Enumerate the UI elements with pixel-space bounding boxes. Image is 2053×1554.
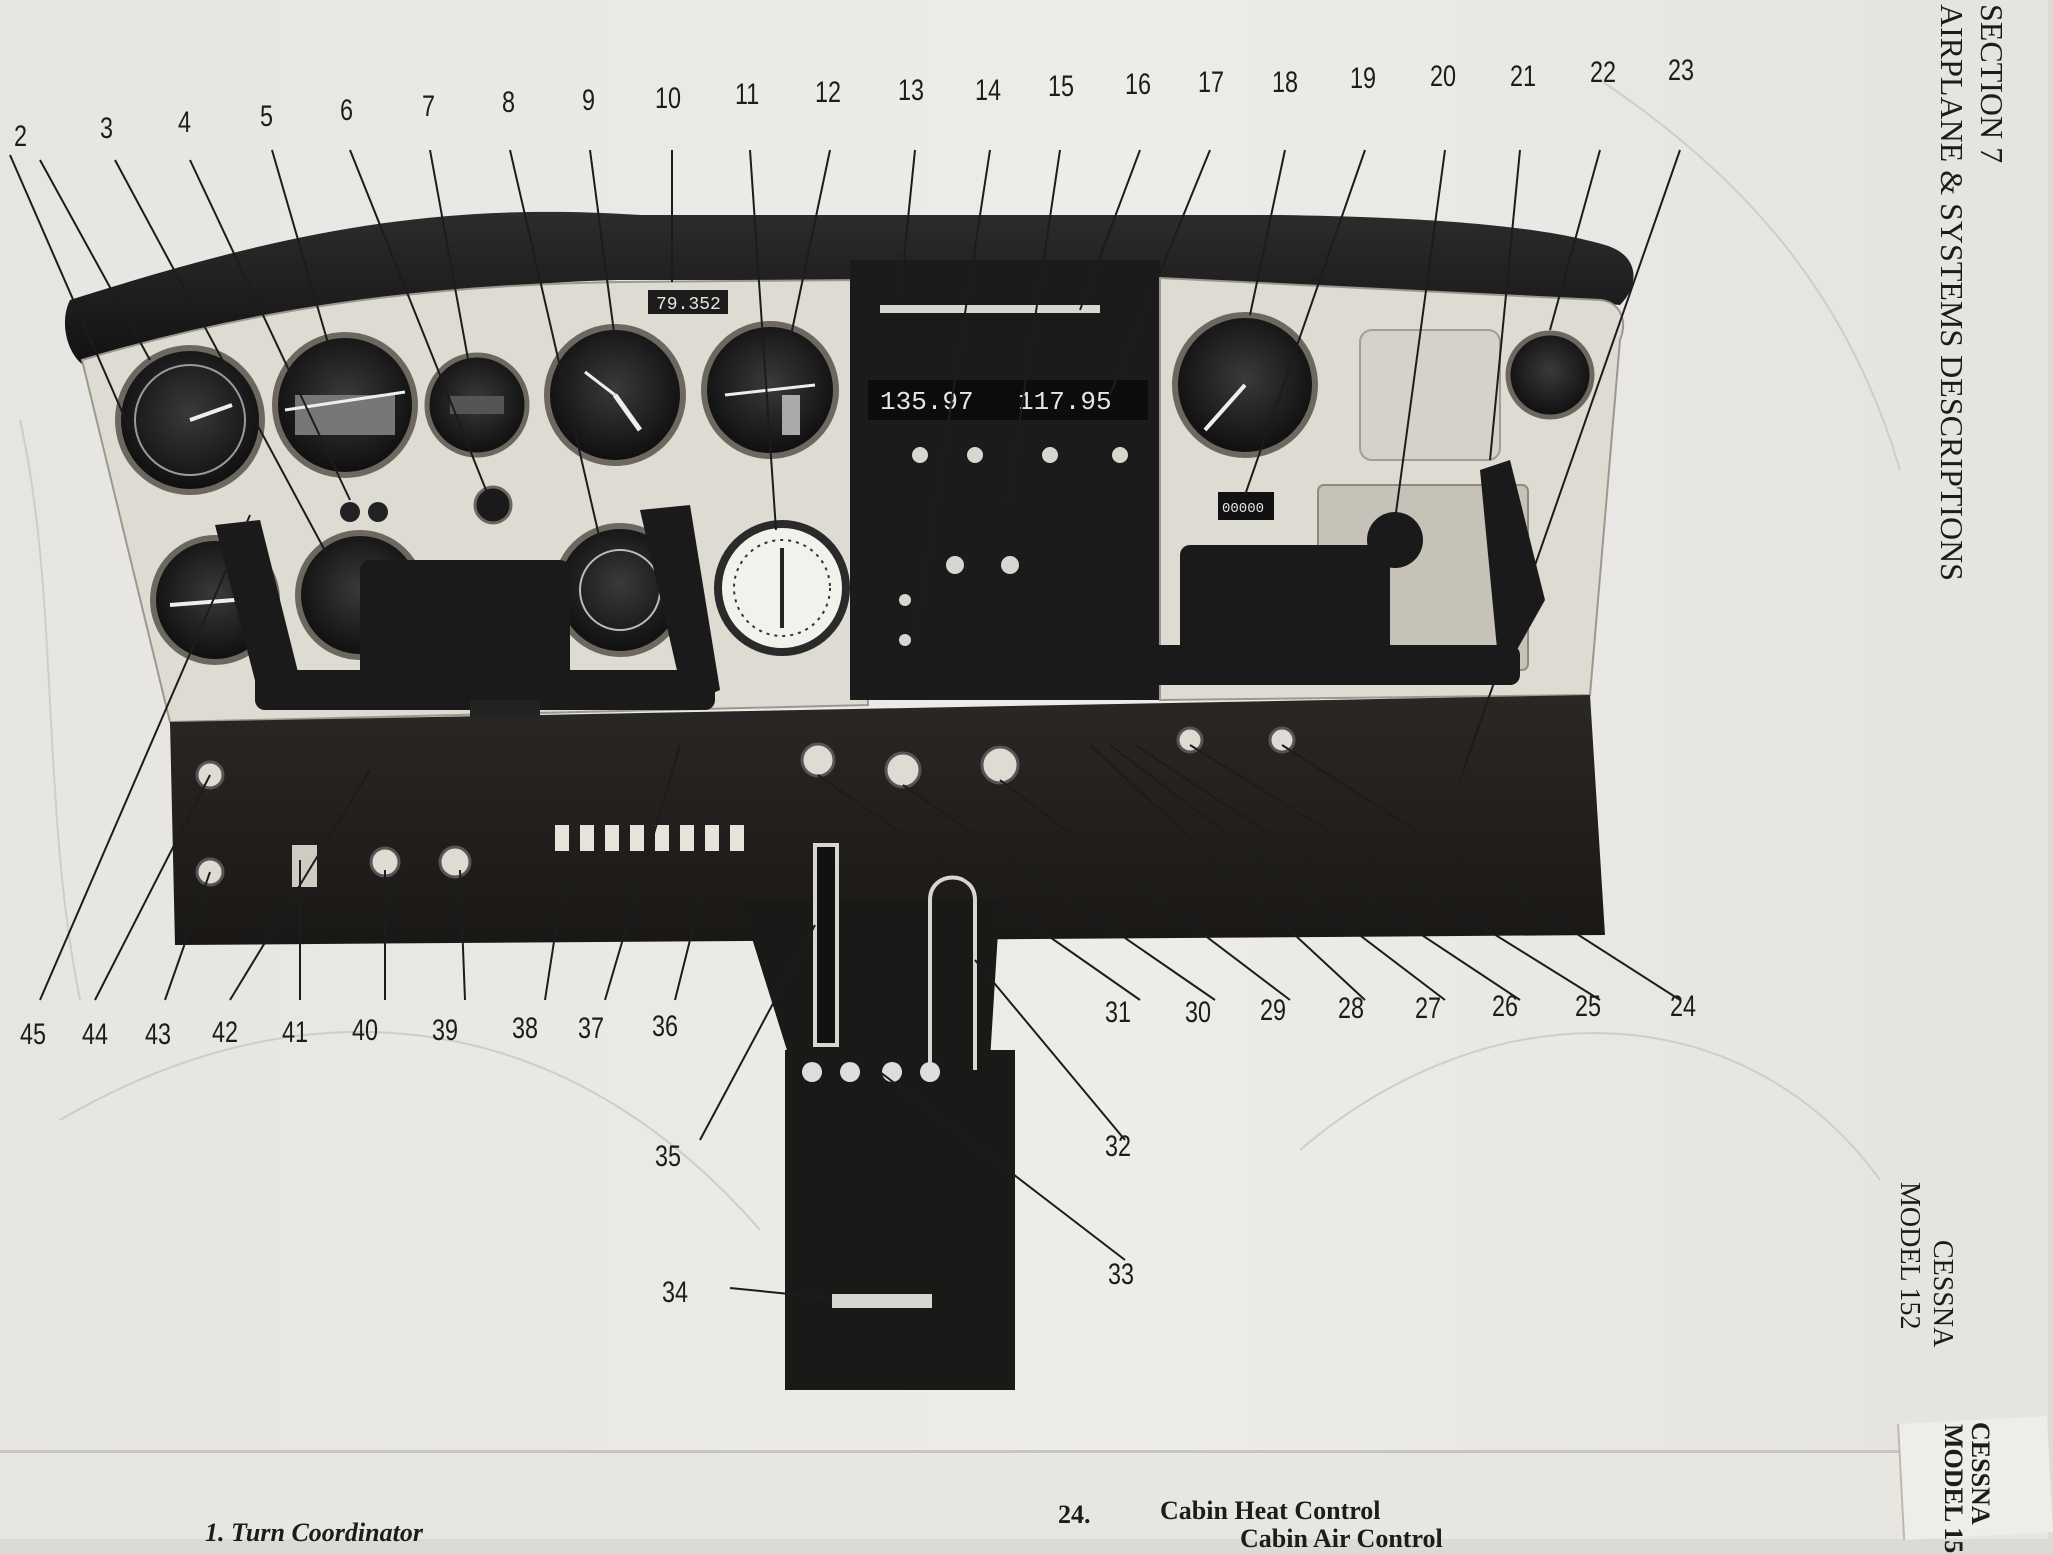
callout-44: 44 (82, 1018, 109, 1051)
digital-clock (424, 352, 530, 458)
master-switch (292, 845, 317, 887)
callout-45: 45 (20, 1018, 47, 1051)
callout-30: 30 (1185, 996, 1212, 1029)
comm-frequency-right: 117.95 (1018, 387, 1112, 417)
callout-20: 20 (1430, 60, 1457, 93)
callout-28: 28 (1338, 992, 1365, 1025)
suction-gauge (473, 485, 513, 525)
callout-6: 6 (340, 94, 354, 127)
tachometer (1172, 312, 1318, 458)
ammeter (1505, 330, 1595, 420)
callout-34: 34 (662, 1276, 689, 1309)
callout-7: 7 (422, 90, 436, 123)
callout-40: 40 (352, 1014, 379, 1047)
adf-indicator (714, 520, 850, 656)
callout-25: 25 (1575, 990, 1602, 1023)
attitude-indicator (272, 332, 418, 478)
callout-42: 42 (212, 1016, 239, 1049)
section-header-line2: AIRPLANE & SYSTEMS DESCRIPTIONS (1934, 4, 1970, 581)
fuel-shutoff-pedestal (740, 900, 1015, 1390)
callout-14: 14 (975, 74, 1002, 107)
callout-15: 15 (1048, 70, 1075, 103)
callout-21: 21 (1510, 60, 1537, 93)
callout-33: 33 (1108, 1258, 1135, 1291)
section-header-line1: SECTION 7 (1974, 4, 2010, 164)
legend-item-24-label: Cabin Heat Control (1160, 1496, 1381, 1525)
callout-16: 16 (1125, 68, 1152, 101)
callout-35: 35 (655, 1140, 682, 1173)
callout-12: 12 (815, 76, 842, 109)
callout-8: 8 (502, 86, 516, 119)
airspeed-indicator (115, 345, 265, 495)
vertical-speed-indicator (701, 321, 839, 459)
callout-3: 3 (100, 112, 114, 145)
callout-10: 10 (655, 82, 682, 115)
annunciator-lights (340, 502, 388, 522)
lower-console (170, 695, 1605, 945)
callout-43: 43 (145, 1018, 172, 1051)
background-sketch (19, 79, 1901, 1231)
model-header-line2: MODEL 152 (1894, 1182, 1925, 1330)
callout-9: 9 (582, 84, 596, 117)
callout-18: 18 (1272, 66, 1299, 99)
altimeter (544, 324, 686, 466)
callout-41: 41 (282, 1016, 309, 1049)
hobbs-meter (1218, 492, 1274, 520)
callout-23: 23 (1668, 54, 1695, 87)
next-page-header-line2: MODEL 15 (1939, 1424, 1968, 1554)
right-recess-box (1359, 329, 1501, 461)
callout-11: 11 (735, 78, 760, 111)
callout-24: 24 (1670, 990, 1697, 1023)
console-knobs (195, 726, 1296, 887)
callout-5: 5 (260, 100, 274, 133)
trim-wheel (832, 1294, 932, 1308)
callout-32: 32 (1105, 1130, 1132, 1163)
callout-37: 37 (578, 1012, 605, 1045)
callout-26: 26 (1492, 990, 1519, 1023)
left-control-wheel (215, 505, 720, 770)
mixture-throttle-handles (813, 843, 977, 1070)
next-page-header-line1: CESSNA (1966, 1422, 1995, 1525)
callout-27: 27 (1415, 992, 1442, 1025)
model-header-line1: CESSNA (1927, 1240, 1958, 1348)
circuit-breakers (555, 825, 744, 851)
right-control-wheel (1060, 460, 1545, 690)
legend-item-24-number: 24. (1058, 1500, 1091, 1529)
glare-shield (64, 211, 1634, 372)
callout-22: 22 (1590, 56, 1617, 89)
legend-item-25-fragment: Cabin Air Control (1240, 1524, 1443, 1553)
hobbs-readout-text: 00000 (1222, 501, 1264, 517)
callout-2: 2 (14, 120, 28, 153)
legend-item-1: 1. Turn Coordinator (205, 1518, 423, 1547)
callout-31: 31 (1105, 996, 1132, 1029)
radio-stack-controls (868, 305, 1148, 646)
callout-13: 13 (898, 74, 925, 107)
callout-39: 39 (432, 1014, 459, 1047)
clock-readout-text: 79.352 (656, 295, 721, 315)
callout-4: 4 (178, 106, 192, 139)
callout-38: 38 (512, 1012, 539, 1045)
callout-29: 29 (1260, 994, 1287, 1027)
callout-36: 36 (652, 1010, 679, 1043)
callout-19: 19 (1350, 62, 1377, 95)
comm-frequency-left: 135.97 (880, 387, 974, 417)
callout-17: 17 (1198, 66, 1225, 99)
legend-area (0, 1450, 2048, 1539)
clock-readout-box (648, 290, 728, 314)
